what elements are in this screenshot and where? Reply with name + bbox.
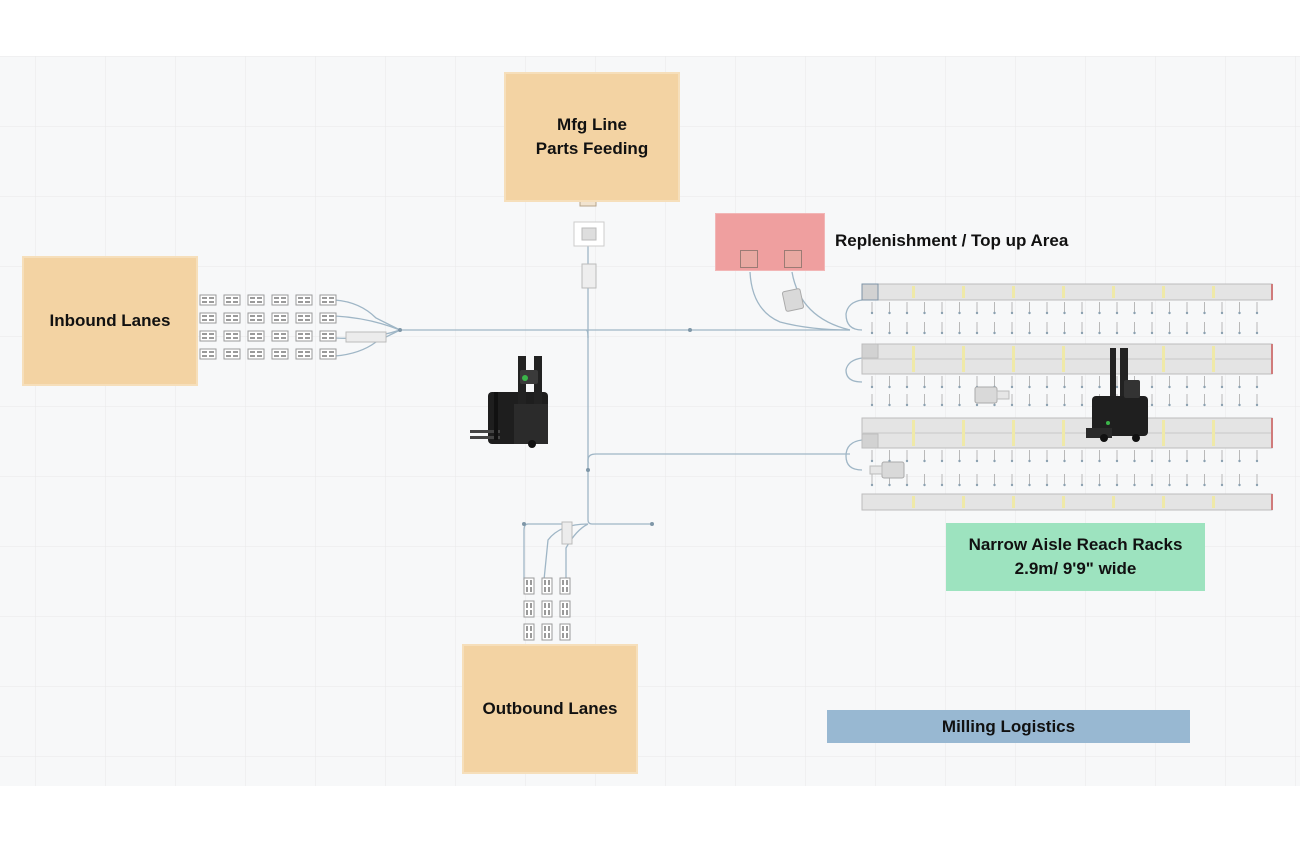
replenishment-zone — [715, 213, 825, 271]
outbound-pallet-grid — [523, 521, 573, 641]
replenishment-slot — [784, 250, 802, 268]
inbound-pallet-grid — [199, 294, 387, 360]
replenishment-label: Replenishment / Top up Area — [835, 231, 1069, 250]
narrow-aisle-label: Narrow Aisle Reach Racks 2.9m/ 9'9" wide — [968, 535, 1183, 578]
mfg-line-zone: Mfg Line Parts Feeding — [504, 72, 680, 202]
reach-racks — [861, 283, 1273, 511]
aisle-robot-icon — [869, 461, 905, 479]
milling-logistics-label: Milling Logistics — [941, 716, 1076, 736]
milling-logistics-banner: Milling Logistics — [827, 710, 1190, 743]
inbound-lanes-label: Inbound Lanes — [49, 311, 171, 330]
reach-truck-icon — [1086, 348, 1148, 442]
outbound-lanes-label: Outbound Lanes — [482, 699, 618, 718]
outbound-lanes-zone: Outbound Lanes — [462, 644, 638, 774]
mfg-pickup-stations — [573, 191, 605, 289]
path-nodes — [398, 328, 692, 526]
replenishment-slot — [740, 250, 758, 268]
pallet-stacker-icon — [470, 356, 548, 448]
aisle-robot-icon — [974, 386, 1010, 404]
inbound-lanes-zone: Inbound Lanes — [22, 256, 198, 386]
mfg-line-label: Mfg Line Parts Feeding — [535, 115, 649, 158]
narrow-aisle-zone: Narrow Aisle Reach Racks 2.9m/ 9'9" wide — [946, 523, 1205, 591]
replenishment-robot-icon — [781, 288, 805, 312]
